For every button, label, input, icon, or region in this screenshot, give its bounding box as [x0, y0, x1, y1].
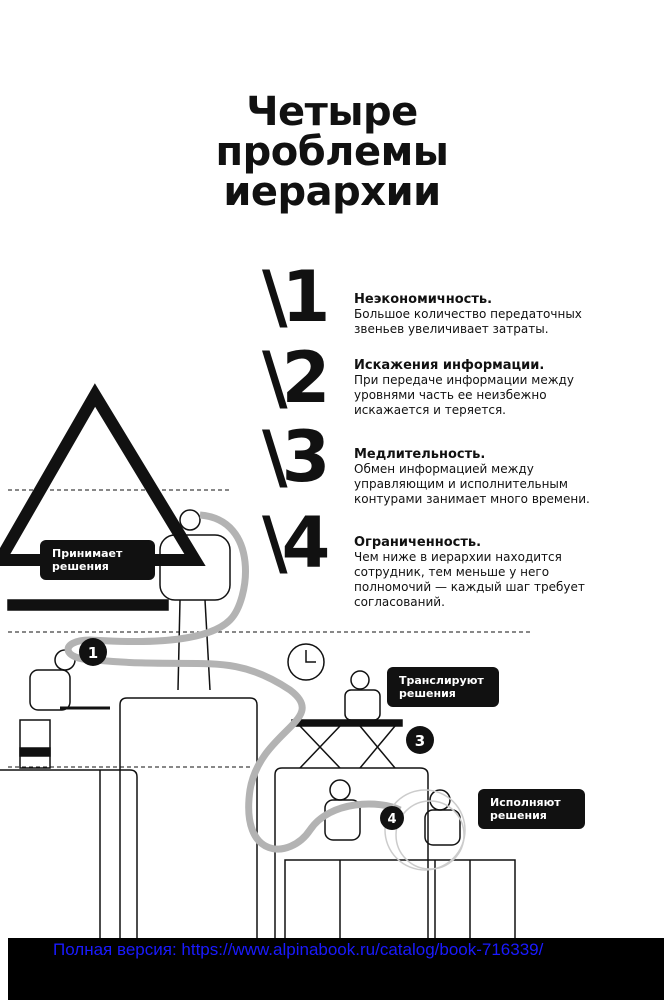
full-version-link[interactable]: Полная версия: https://www.alpinabook.ru…	[53, 940, 544, 959]
badge-1: 1	[88, 644, 98, 662]
clock-icon	[287, 643, 325, 681]
label-execute: Исполняют решения	[478, 789, 585, 829]
problem-number: \4	[262, 502, 330, 584]
problem-heading: Искажения информации.	[354, 358, 545, 373]
problem-text: Чем ниже в иерархии находится сотрудник,…	[354, 550, 585, 609]
problem-heading: Ограниченность.	[354, 535, 482, 550]
problem-heading: Неэкономичность.	[354, 292, 493, 307]
page-title: Четыре проблемы иерархии	[215, 89, 449, 215]
problem-text: Большое количество передаточных звеньев …	[354, 307, 582, 336]
platform	[119, 697, 258, 938]
problem-number: \1	[262, 256, 330, 338]
badge-4: 4	[387, 812, 396, 827]
problem-text: При передаче информации между уровнями ч…	[354, 373, 574, 417]
problem-text: Обмен информацией между управляющим и ис…	[354, 462, 590, 506]
hierarchy-illustration: 1 3 4	[0, 383, 530, 938]
problem-number: \3	[262, 416, 330, 498]
problem-heading: Медлительность.	[354, 447, 486, 462]
problem-number: \2	[262, 337, 330, 419]
footer-bar: Полная версия: https://www.alpinabook.ru…	[8, 938, 664, 1000]
pyramid-icon	[0, 383, 206, 566]
step-badges: 1 3 4	[79, 638, 434, 830]
label-decide: Принимает решения	[40, 540, 155, 580]
information-flow-path	[64, 511, 402, 853]
badge-3: 3	[415, 732, 425, 750]
label-broadcast: Транслируют решения	[387, 667, 499, 707]
